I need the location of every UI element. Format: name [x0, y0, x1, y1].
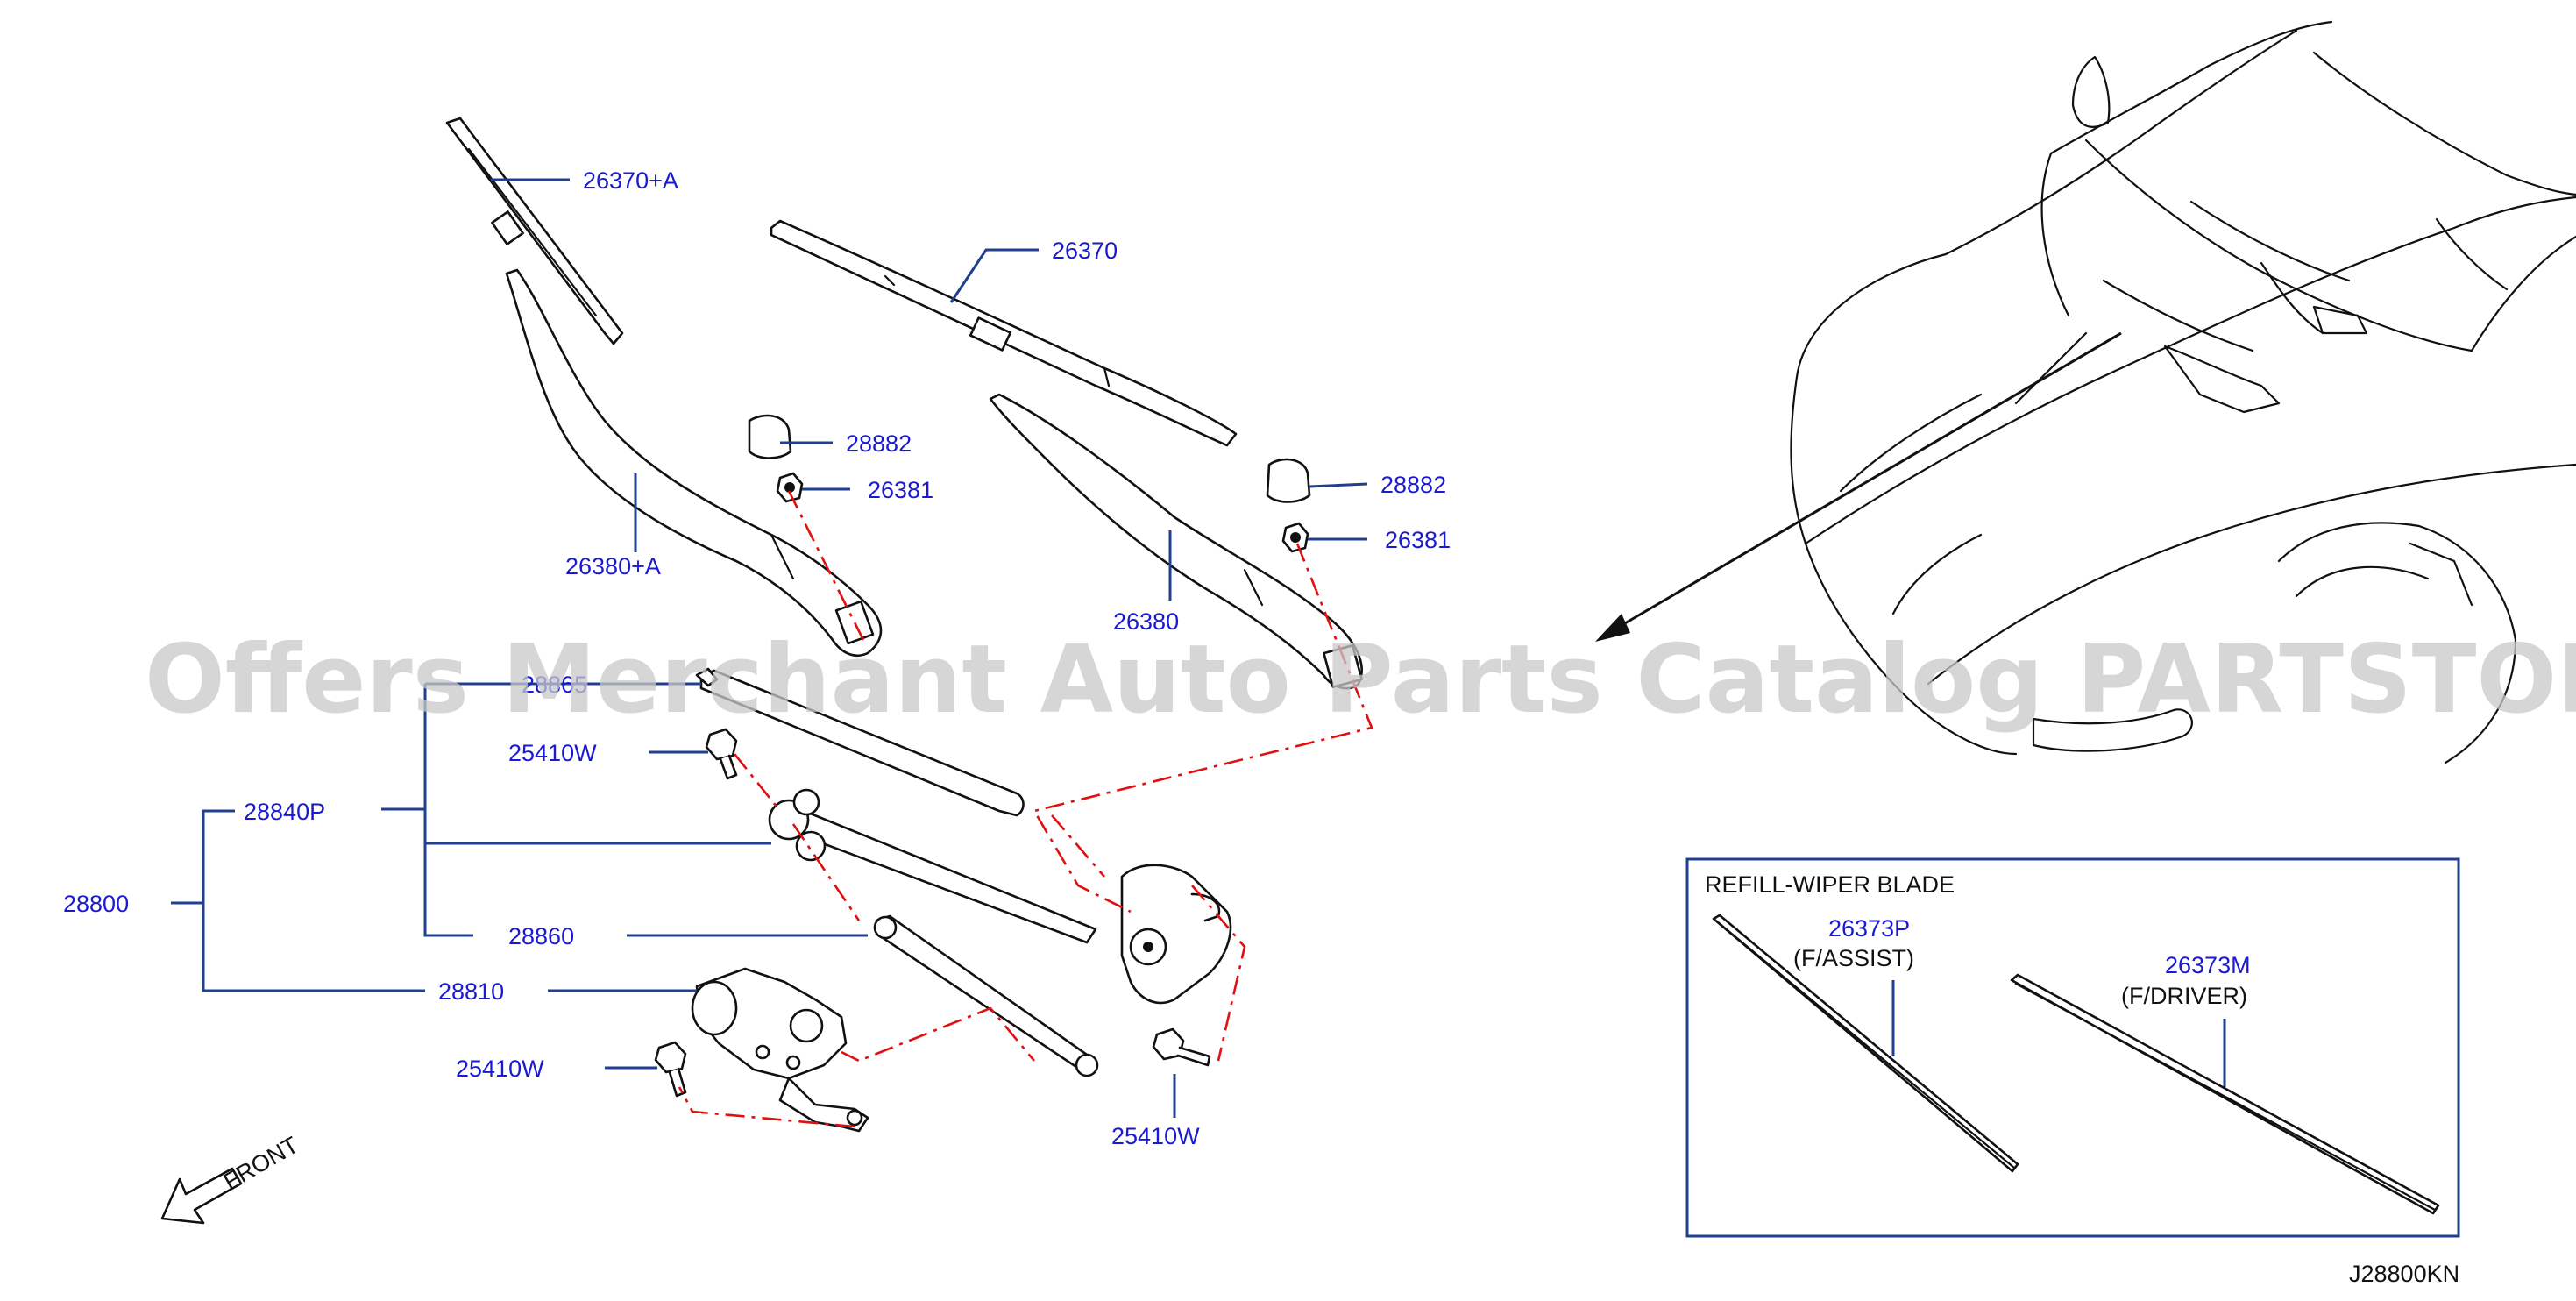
diagram-code: J28800KN: [2349, 1261, 2459, 1287]
label-25410W-top: 25410W: [508, 740, 597, 766]
car-outline: [1790, 20, 2576, 764]
bolt-top[interactable]: [705, 728, 738, 780]
label-28840P: 28840P: [244, 799, 325, 825]
front-arrow-icon: [160, 1167, 243, 1225]
wiper-blade-passenger[interactable]: [445, 117, 624, 345]
label-28882-right: 28882: [1380, 472, 1446, 498]
wiper-motor[interactable]: [691, 967, 869, 1133]
wiper-linkage[interactable]: [699, 669, 1232, 1077]
assembly-lines: [678, 490, 1373, 1128]
label-26373M-note: (F/DRIVER): [2121, 983, 2247, 1009]
pivot-nut-right[interactable]: [1281, 522, 1309, 553]
refill-blade-driver[interactable]: [2010, 973, 2440, 1215]
label-26380: 26380: [1113, 608, 1179, 635]
wiper-blade-driver[interactable]: [770, 219, 1238, 447]
label-25410W-bottom: 25410W: [1111, 1123, 1200, 1149]
pivot-cap-left[interactable]: [748, 414, 792, 459]
label-26373P: 26373P: [1828, 915, 1910, 942]
pivot-cap-right[interactable]: [1266, 458, 1311, 503]
label-28800: 28800: [63, 891, 129, 917]
locator-arrow: [1595, 331, 2122, 642]
pivot-nut-left[interactable]: [776, 472, 804, 503]
label-28860: 28860: [508, 923, 574, 949]
label-26370A: 26370+A: [583, 167, 678, 194]
label-26373P-note: (F/ASSIST): [1793, 945, 1914, 971]
front-label: FRONT: [219, 1132, 303, 1195]
watermark: Offers Merchant Auto Parts Catalog PARTS…: [145, 625, 2576, 735]
leader-lines: [171, 178, 2226, 1118]
label-26373M: 26373M: [2165, 952, 2251, 978]
label-28865: 28865: [522, 672, 587, 698]
label-28810: 28810: [438, 978, 504, 1005]
label-26381-right: 26381: [1385, 527, 1451, 553]
label-26380A: 26380+A: [565, 553, 661, 579]
label-26370: 26370: [1052, 238, 1118, 264]
refill-box-title: REFILL-WIPER BLADE: [1705, 871, 1955, 898]
wiper-arm-driver[interactable]: [989, 393, 1363, 690]
bolt-bottom[interactable]: [1152, 1027, 1211, 1067]
refill-box: [1685, 857, 2460, 1238]
small-fastener[interactable]: [695, 667, 719, 687]
label-26381-left: 26381: [868, 477, 933, 503]
wiper-arm-passenger[interactable]: [505, 268, 883, 658]
refill-blade-assist[interactable]: [1712, 914, 2019, 1173]
label-25410W-left: 25410W: [456, 1056, 544, 1082]
label-28882-left: 28882: [846, 430, 912, 457]
